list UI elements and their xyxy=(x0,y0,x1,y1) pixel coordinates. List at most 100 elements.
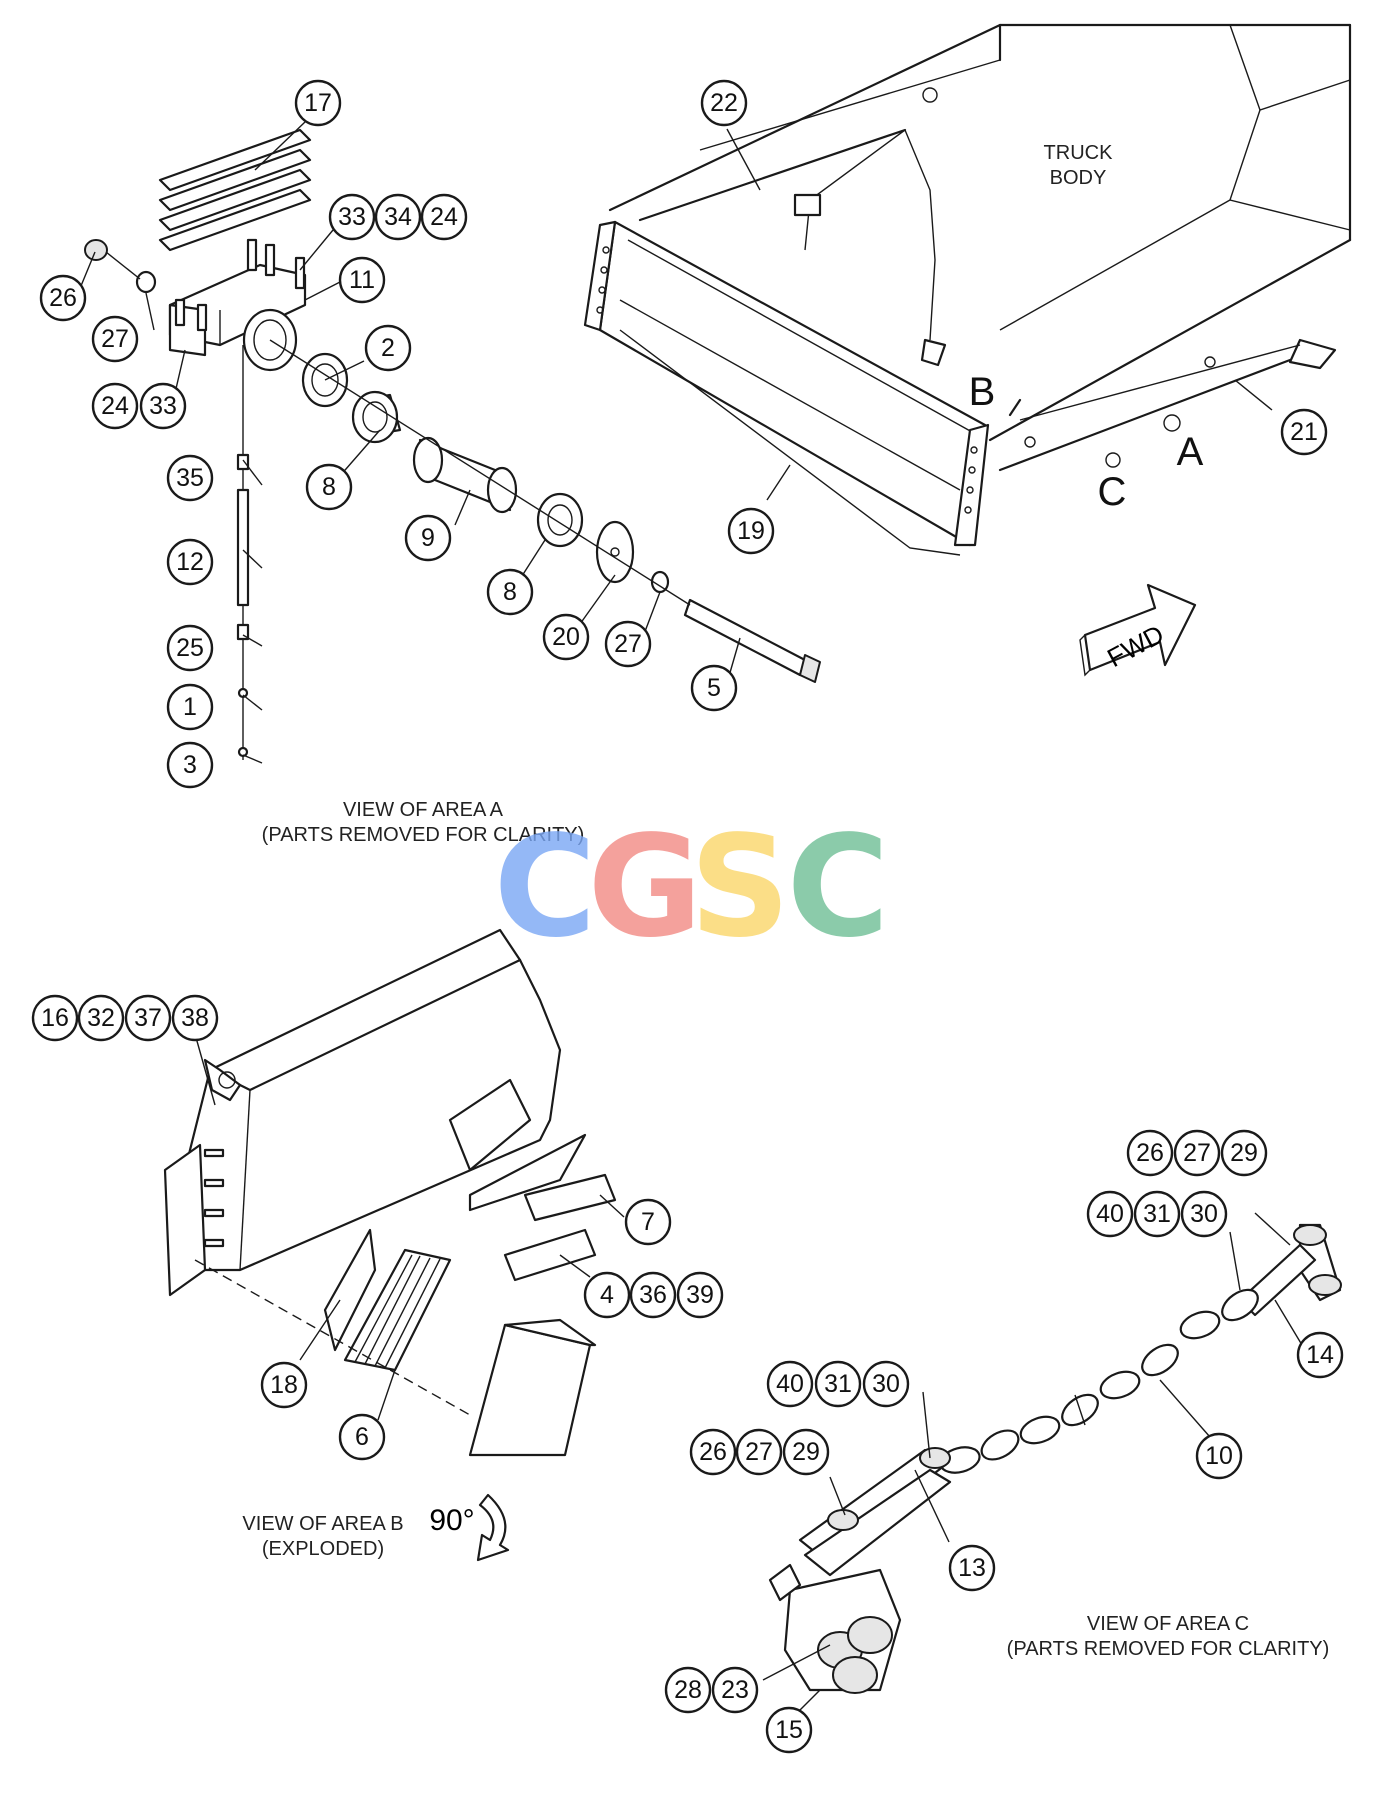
svg-text:13: 13 xyxy=(958,1554,986,1582)
callout-39: 39 xyxy=(676,1271,724,1319)
svg-text:17: 17 xyxy=(304,89,332,117)
watermark-letter-1: C xyxy=(494,806,597,969)
svg-text:9: 9 xyxy=(421,524,435,552)
svg-text:16: 16 xyxy=(41,1004,69,1032)
svg-text:33: 33 xyxy=(338,203,366,231)
callout-9: 9 xyxy=(404,514,452,562)
svg-text:27: 27 xyxy=(745,1438,773,1466)
callout-30: 30 xyxy=(1180,1190,1228,1238)
svg-text:28: 28 xyxy=(674,1676,702,1704)
callout-8: 8 xyxy=(486,568,534,616)
callout-26: 26 xyxy=(1126,1129,1174,1177)
svg-text:30: 30 xyxy=(1190,1200,1218,1228)
area-b-marker: B xyxy=(969,370,996,414)
callout-24: 24 xyxy=(420,193,468,241)
callout-5: 5 xyxy=(690,664,738,712)
callout-29: 29 xyxy=(1220,1129,1268,1177)
svg-text:30: 30 xyxy=(872,1370,900,1398)
view-a-caption-1: VIEW OF AREA A xyxy=(343,799,504,821)
rotate-arrow-icon xyxy=(476,1493,510,1562)
svg-text:31: 31 xyxy=(824,1370,852,1398)
svg-text:2: 2 xyxy=(381,334,395,362)
svg-text:31: 31 xyxy=(1143,1200,1171,1228)
svg-text:37: 37 xyxy=(134,1004,162,1032)
fwd-arrow: FWD xyxy=(1079,583,1197,677)
svg-text:3: 3 xyxy=(183,751,197,779)
callout-27: 27 xyxy=(1173,1129,1221,1177)
callout-1: 1 xyxy=(166,683,214,731)
truck-body-drawing xyxy=(583,23,1352,556)
svg-text:29: 29 xyxy=(1230,1139,1258,1167)
area-b-assembly xyxy=(163,928,617,1457)
svg-text:4: 4 xyxy=(600,1281,614,1309)
callout-38: 38 xyxy=(171,994,219,1042)
svg-text:18: 18 xyxy=(270,1371,298,1399)
svg-text:36: 36 xyxy=(639,1281,667,1309)
svg-text:27: 27 xyxy=(101,325,129,353)
area-c-assembly xyxy=(768,1223,1342,1694)
callout-21: 21 xyxy=(1280,408,1328,456)
callout-3: 3 xyxy=(166,741,214,789)
callout-31: 31 xyxy=(1133,1190,1181,1238)
callout-8: 8 xyxy=(305,463,353,511)
callout-12: 12 xyxy=(166,538,214,586)
svg-text:5: 5 xyxy=(707,674,721,702)
area-a-assembly xyxy=(84,128,821,760)
svg-text:24: 24 xyxy=(101,392,129,420)
svg-text:6: 6 xyxy=(355,1423,369,1451)
callout-15: 15 xyxy=(765,1706,813,1754)
area-c-marker: C xyxy=(1098,470,1127,514)
callout-33: 33 xyxy=(328,193,376,241)
svg-text:26: 26 xyxy=(49,284,77,312)
svg-text:27: 27 xyxy=(1183,1139,1211,1167)
callout-7: 7 xyxy=(624,1198,672,1246)
shield-plates xyxy=(158,128,312,252)
callout-30: 30 xyxy=(862,1360,910,1408)
svg-text:34: 34 xyxy=(384,203,412,231)
callout-22: 22 xyxy=(700,79,748,127)
callout-20: 20 xyxy=(542,613,590,661)
svg-text:15: 15 xyxy=(775,1716,803,1744)
callout-40: 40 xyxy=(766,1360,814,1408)
svg-text:23: 23 xyxy=(721,1676,749,1704)
watermark-letter-2: G xyxy=(588,806,703,969)
callout-16: 16 xyxy=(31,994,79,1042)
svg-text:11: 11 xyxy=(349,266,375,294)
callout-18: 18 xyxy=(260,1361,308,1409)
watermark-letter-3: S xyxy=(690,806,791,969)
svg-text:12: 12 xyxy=(176,548,204,576)
callout-2: 2 xyxy=(364,324,412,372)
callout-27: 27 xyxy=(91,315,139,363)
callout-10: 10 xyxy=(1195,1432,1243,1480)
svg-text:40: 40 xyxy=(776,1370,804,1398)
callout-17: 17 xyxy=(294,79,342,127)
svg-text:7: 7 xyxy=(641,1208,655,1236)
callout-28: 28 xyxy=(664,1666,712,1714)
svg-text:38: 38 xyxy=(181,1004,209,1032)
truck-body-label-2: BODY xyxy=(1050,167,1107,189)
view-c-caption-2: (PARTS REMOVED FOR CLARITY) xyxy=(1007,1638,1330,1660)
rotation-label: 90° xyxy=(429,1504,474,1537)
svg-text:20: 20 xyxy=(552,623,580,651)
callout-25: 25 xyxy=(166,624,214,672)
callout-23: 23 xyxy=(711,1666,759,1714)
svg-text:24: 24 xyxy=(430,203,458,231)
svg-text:40: 40 xyxy=(1096,1200,1124,1228)
watermark-letter-4: C xyxy=(787,806,890,969)
svg-text:8: 8 xyxy=(322,473,336,501)
callout-19: 19 xyxy=(727,507,775,555)
svg-text:35: 35 xyxy=(176,464,204,492)
callout-37: 37 xyxy=(124,994,172,1042)
svg-text:33: 33 xyxy=(149,392,177,420)
svg-text:27: 27 xyxy=(614,630,642,658)
callout-29: 29 xyxy=(782,1428,830,1476)
callout-33: 33 xyxy=(139,382,187,430)
callout-24: 24 xyxy=(91,382,139,430)
svg-text:25: 25 xyxy=(176,634,204,662)
svg-text:26: 26 xyxy=(699,1438,727,1466)
svg-text:26: 26 xyxy=(1136,1139,1164,1167)
cgsc-watermark: C G S C xyxy=(494,806,890,969)
svg-text:1: 1 xyxy=(183,693,197,721)
callout-6: 6 xyxy=(338,1413,386,1461)
